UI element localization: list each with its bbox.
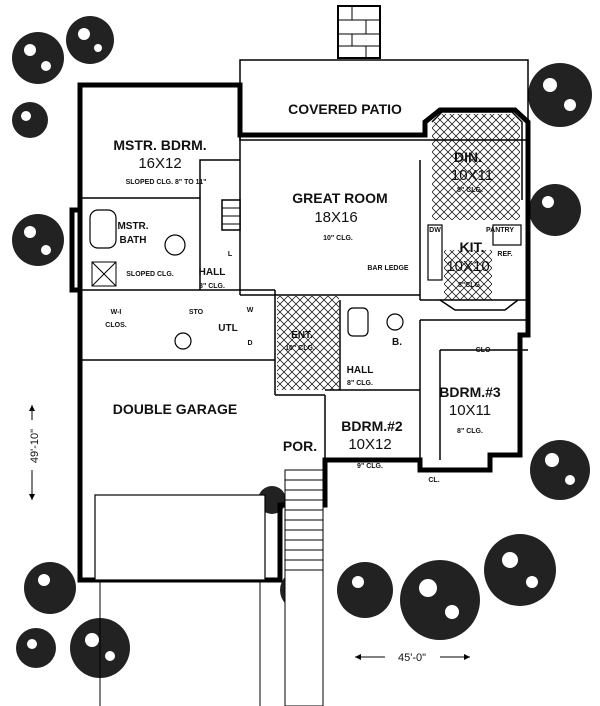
ref-label: REF. — [497, 251, 512, 258]
din-size: 10X11 — [451, 167, 493, 184]
dw-label: DW — [429, 227, 441, 234]
interior-walls — [80, 135, 528, 460]
tree-icon — [337, 562, 393, 618]
bdrm3-ceiling: 8" CLG. — [457, 428, 483, 435]
mstr-bdrm-label: MSTR. BDRM. — [113, 137, 206, 153]
sto-label: STO — [189, 309, 204, 316]
great-room-size: 18X16 — [314, 209, 357, 226]
double-garage-label: DOUBLE GARAGE — [113, 401, 237, 417]
great-room-label: GREAT ROOM — [292, 190, 387, 206]
kit-ceiling: 8"CLG. — [458, 282, 482, 289]
great-room-ceiling: 10" CLG. — [323, 235, 353, 242]
hall-2-label: HALL — [347, 365, 374, 376]
front-walk — [284, 469, 324, 706]
por-label: POR. — [283, 438, 317, 454]
bdrm2-ceiling: 9" CLG. — [357, 463, 383, 470]
tree-icon — [530, 440, 590, 500]
linen-label: L — [228, 251, 233, 258]
tree-icon — [12, 32, 64, 84]
garage-door — [94, 494, 266, 581]
tree-icon — [16, 628, 56, 668]
bar-ledge-label: BAR LEDGE — [367, 265, 409, 272]
wi-clos-label-2: CLOS. — [105, 322, 126, 329]
cl-label: CL. — [428, 477, 439, 484]
tree-icon — [12, 214, 64, 266]
covered-patio-label: COVERED PATIO — [288, 101, 402, 117]
hall-1-label: HALL — [199, 267, 226, 278]
tree-icon — [24, 562, 76, 614]
width-dimension-label: 45'-0" — [398, 652, 426, 664]
bath-fixtures — [89, 209, 404, 350]
tree-icon — [12, 102, 48, 138]
clo-label: CLO — [476, 347, 491, 354]
hall-2-ceiling: 8" CLG. — [347, 380, 373, 387]
hall-1-ceiling: 8" CLG. — [199, 283, 225, 290]
bath-label: B. — [392, 337, 402, 348]
wi-clos-label-1: W-I — [111, 309, 122, 316]
mstr-bath-label-1: MSTR. — [117, 221, 148, 232]
utl-label: UTL — [218, 323, 237, 334]
kit-size: 10X10 — [446, 258, 489, 275]
mstr-bath-ceiling: SLOPED CLG. — [126, 271, 174, 278]
mstr-bdrm-size: 16X12 — [138, 155, 181, 172]
mstr-bdrm-ceiling: SLOPED CLG. 8" TO 11" — [126, 179, 207, 186]
tree-icon — [400, 560, 480, 640]
pantry-label: PANTRY — [486, 227, 514, 234]
dryer-label: D — [247, 340, 252, 347]
bdrm2-size: 10X12 — [348, 436, 391, 453]
ent-label: ENT. — [291, 330, 313, 341]
din-label: DIN. — [454, 149, 482, 165]
bdrm3-label: BDRM.#3 — [439, 384, 501, 400]
driveway — [99, 580, 261, 706]
kitchen-fixtures — [427, 111, 523, 311]
washer-label: W — [247, 307, 254, 314]
ent-ceiling: 10" CLG. — [285, 345, 315, 352]
mstr-bath-label-2: BATH — [119, 235, 146, 246]
din-ceiling: 8" CLG. — [457, 187, 483, 194]
width-dimension: 45'-0" — [355, 652, 470, 664]
kit-label: KIT. — [460, 239, 485, 255]
tile-floor — [277, 114, 520, 390]
tree-icon — [529, 184, 581, 236]
tree-icon — [484, 534, 556, 606]
bdrm3-size: 10X11 — [449, 402, 491, 419]
tree-icon — [66, 16, 114, 64]
chimney — [337, 5, 381, 59]
tree-icon — [528, 63, 592, 127]
depth-dimension-label: 49'-10" — [29, 429, 41, 463]
depth-dimension: 49'-10" — [29, 405, 41, 500]
landscaping — [12, 16, 592, 678]
room-labels: COVERED PATIO MSTR. BDRM. 16X12 SLOPED C… — [105, 101, 514, 484]
bdrm2-label: BDRM.#2 — [341, 418, 403, 434]
fireplace — [221, 199, 241, 231]
